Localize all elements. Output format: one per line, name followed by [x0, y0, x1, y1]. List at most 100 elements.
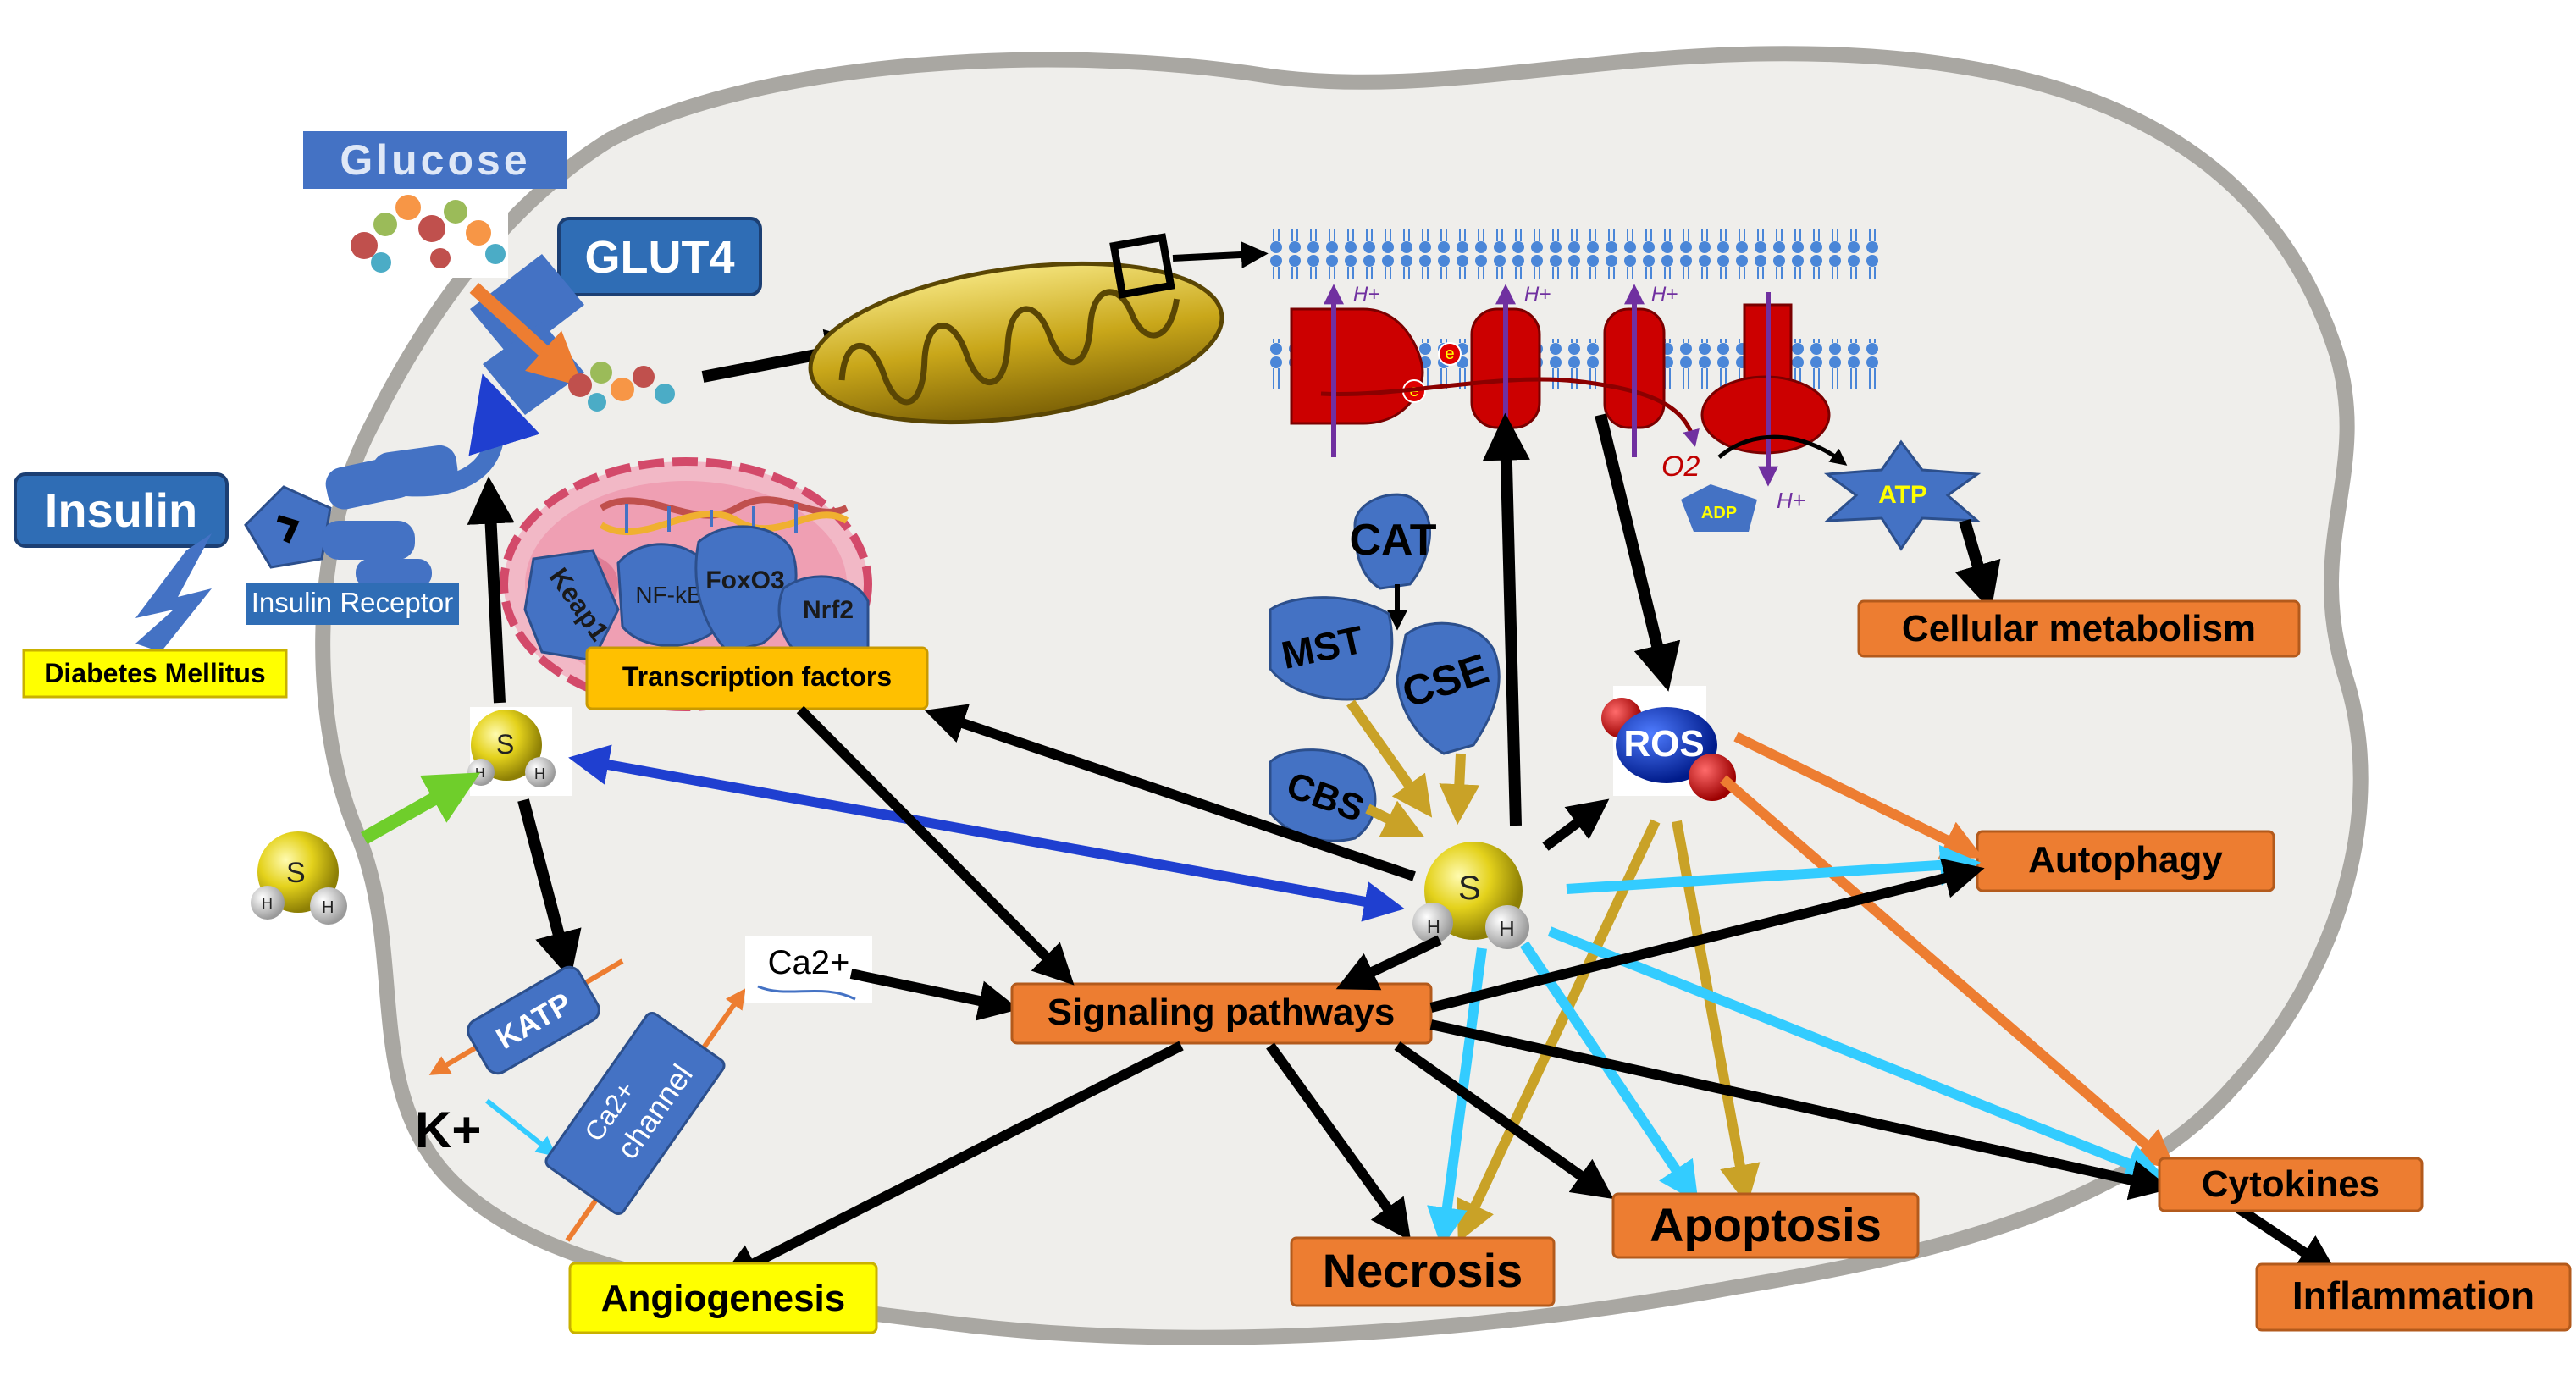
ros-to-cytokines-arrow: [1720, 775, 2176, 1171]
adp-label: ADP: [1701, 504, 1737, 522]
complex-i-icon: [1290, 307, 1424, 425]
h2s-to-cytokines-arrow: [1547, 926, 2166, 1183]
h2s-exchange-arrow: [568, 744, 1405, 922]
glucose-label: Glucose: [340, 136, 530, 184]
diabetes-label: Diabetes Mellitus: [44, 658, 265, 688]
svg-text:S: S: [286, 857, 306, 889]
nrf2-factor: Nrf2: [777, 575, 870, 654]
svg-text:S: S: [496, 729, 514, 760]
cat-enzyme: CAT: [1349, 493, 1437, 590]
etc-to-ros-arrow: [1595, 413, 1681, 692]
cse-to-h2s-arrow: [1439, 753, 1480, 826]
glut4-label-box: GLUT4: [557, 217, 762, 296]
foxo3-label: FoxO3: [705, 566, 784, 594]
apoptosis-box: Apoptosis: [1611, 1192, 1920, 1259]
signaling-to-autophagy-arrow: [1429, 858, 1985, 1013]
k-to-ca-channel-arrow: [485, 1098, 557, 1157]
h2s-to-receptor-arrow: [467, 476, 515, 704]
h2s-to-signaling-arrow: [1335, 935, 1442, 991]
signaling-to-necrosis-arrow: [1266, 1042, 1412, 1241]
insulin-label: Insulin: [45, 483, 197, 537]
signaling-to-apoptosis-arrow: [1394, 1041, 1614, 1200]
signaling-to-cytokines-arrow: [1429, 1019, 2171, 1201]
signaling-pathways-box: Signaling pathways: [1010, 982, 1433, 1045]
insulin-binding-mark: [276, 515, 300, 544]
h2s-molecule-external: S H H: [251, 831, 347, 925]
svg-text:S: S: [1458, 870, 1481, 907]
inflammation-box: Inflammation: [2255, 1262, 2572, 1332]
transcription-to-signaling-arrow: [796, 705, 1075, 986]
ca-ion: Ca2+: [745, 936, 872, 1003]
atp-molecule: ATP: [1823, 439, 1982, 551]
svg-text:H: H: [475, 766, 485, 781]
insulin-receptor-label-box: Insulin Receptor: [246, 583, 459, 625]
glucose-label-box: Glucose: [303, 131, 567, 189]
cellular-metabolism-box: Cellular metabolism: [1857, 599, 2301, 658]
o2-label: O2: [1661, 450, 1700, 483]
h-plus-label: H+: [1777, 488, 1805, 513]
cytokines-to-inflammation-arrow: [2232, 1202, 2338, 1275]
autophagy-label: Autophagy: [2028, 839, 2223, 881]
angiogenesis-label: Angiogenesis: [601, 1278, 846, 1319]
signaling-pathways-label: Signaling pathways: [1048, 992, 1396, 1033]
h2s-to-ros-arrow: [1542, 798, 1610, 851]
h2s-to-autophagy-arrow: [1566, 844, 1982, 894]
h2s-molecule-central: S H H: [1412, 842, 1529, 949]
insulin-molecule-icon: [244, 485, 332, 569]
adp-molecule: ADP: [1681, 484, 1757, 532]
h2s-to-etc-arrow: [1482, 412, 1530, 826]
insulin-receptor-label: Insulin Receptor: [252, 587, 453, 618]
svg-text:H: H: [262, 895, 273, 912]
necrosis-label: Necrosis: [1323, 1244, 1523, 1297]
foxo3-factor: FoxO3: [694, 525, 798, 654]
electron-icon: e: [1438, 342, 1462, 366]
atp-label: ATP: [1878, 481, 1927, 509]
nfkb-label: NF-kB: [635, 582, 702, 608]
transcription-factors-label: Transcription factors: [622, 661, 892, 692]
inflammation-label: Inflammation: [2292, 1273, 2535, 1317]
ros-to-autophagy-arrow: [1733, 732, 1984, 859]
cse-enzyme: CSE: [1396, 621, 1501, 755]
glucose-uptake-arrow: [469, 283, 583, 388]
insulin-receptor-icon: [322, 445, 458, 588]
cytokines-box: Cytokines: [2158, 1157, 2424, 1212]
ros-molecule: ROS: [1601, 686, 1736, 801]
electron-flow-line: [1320, 377, 1700, 447]
mitochondrion-icon: [808, 261, 1224, 425]
h-plus-label: H+: [1651, 283, 1678, 306]
ca-channel: Ca2+ channel: [544, 1011, 726, 1216]
glut4-label: GLUT4: [584, 232, 734, 283]
ca-ion-label: Ca2+: [768, 944, 850, 981]
cat-label: CAT: [1349, 516, 1436, 565]
atp-to-metabolism-arrow: [1954, 519, 2001, 611]
outer-membrane: [1270, 229, 1880, 279]
transcription-factors-box: Transcription factors: [585, 646, 929, 710]
cytokines-label: Cytokines: [2202, 1163, 2380, 1205]
dna-helix-icon: [599, 496, 849, 536]
h2s-entry-arrow: [361, 772, 481, 844]
membrane-zoom-indicator: [1109, 233, 1269, 299]
signaling-to-angiogenesis-arrow: [717, 1041, 1184, 1282]
mst-enzyme: MST: [1269, 596, 1394, 701]
h2s-molecule-membrane: S H H: [467, 707, 572, 796]
ca-to-signaling-arrow: [849, 969, 1020, 1021]
autophagy-box: Autophagy: [1976, 830, 2275, 892]
diabetes-label-box: Diabetes Mellitus: [22, 649, 288, 699]
svg-text:H: H: [1499, 916, 1515, 942]
h2s-to-katp-arrow: [517, 798, 582, 980]
cellular-metabolism-label: Cellular metabolism: [1902, 608, 2256, 649]
lightning-bolt-icon: [135, 533, 212, 652]
nfkb-factor: NF-kB: [616, 543, 721, 647]
receptor-to-glut4-arrow: [406, 373, 540, 497]
insulin-label-box: Insulin: [14, 472, 229, 548]
h2s-to-transcription-arrow: [924, 704, 1416, 881]
glucose-molecule-icon: [339, 193, 508, 278]
svg-text:H: H: [1427, 916, 1440, 937]
ros-label: ROS: [1623, 723, 1704, 765]
adp-to-atp-arrow: [1717, 434, 1848, 466]
angiogenesis-box: Angiogenesis: [568, 1262, 878, 1334]
glucose-inside-icon: [568, 362, 675, 412]
svg-text:H: H: [534, 765, 545, 782]
nrf2-label: Nrf2: [803, 596, 854, 624]
